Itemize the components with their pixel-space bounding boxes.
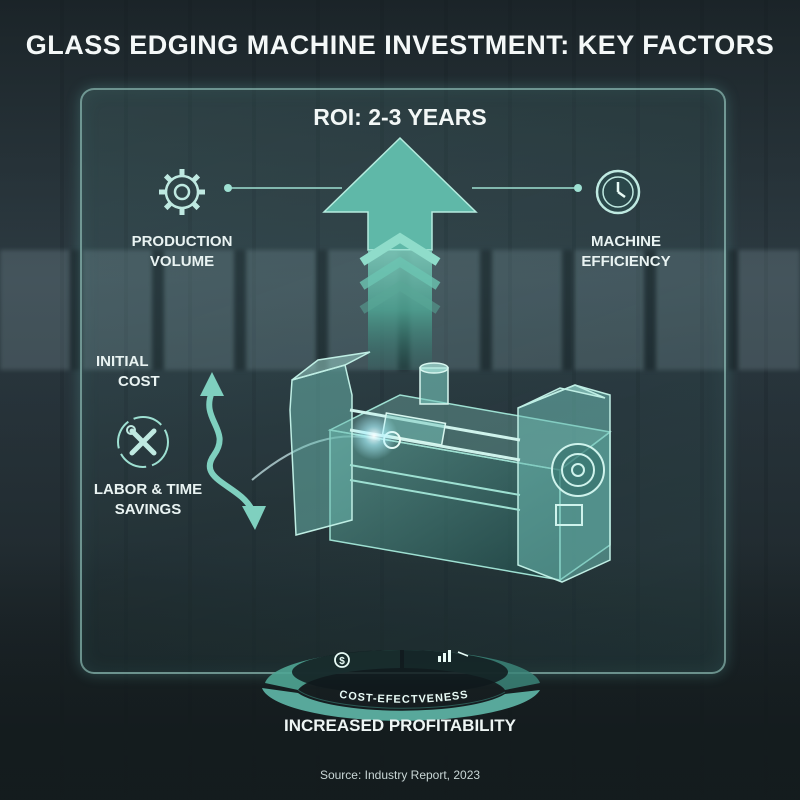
page-title: GLASS EDGING MACHINE INVESTMENT: KEY FAC…: [25, 30, 775, 60]
chart-icon: [438, 650, 469, 662]
source-note: Source: Industry Report, 2023: [319, 768, 481, 782]
machine-efficiency-label: MACHINE EFFICIENCY: [581, 233, 671, 270]
labor-time-savings-label: LABOR & TIME SAVINGS: [88, 480, 208, 519]
dollar-icon: $: [334, 652, 350, 668]
increased-profitability-label: INCREASED PROFITABILITY: [283, 716, 517, 735]
labor-line2: SAVINGS: [114, 500, 182, 518]
initial-cost-line2: COST: [118, 372, 160, 390]
labor-line1: LABOR & TIME: [93, 481, 203, 498]
roi-label: ROI: 2-3 YEARS: [313, 104, 487, 130]
connector-left: [224, 184, 342, 192]
gear-icon: [159, 169, 205, 215]
initial-cost-line1: INITIAL: [96, 353, 149, 370]
roi-up-arrow: [322, 136, 478, 370]
glass-edging-machine: [289, 351, 612, 583]
wrench-screwdriver-icon: [117, 416, 169, 468]
dial-label: COST-EFECTVENESS: [338, 689, 469, 706]
cost-effectiveness-dial: [262, 650, 540, 721]
clock-icon: [595, 169, 641, 215]
connector-right: [472, 184, 582, 192]
svg-text:$: $: [339, 656, 345, 667]
production-volume-label: PRODUCTION VOLUME: [131, 233, 233, 270]
initial-cost-label: INITIAL COST: [96, 352, 160, 391]
